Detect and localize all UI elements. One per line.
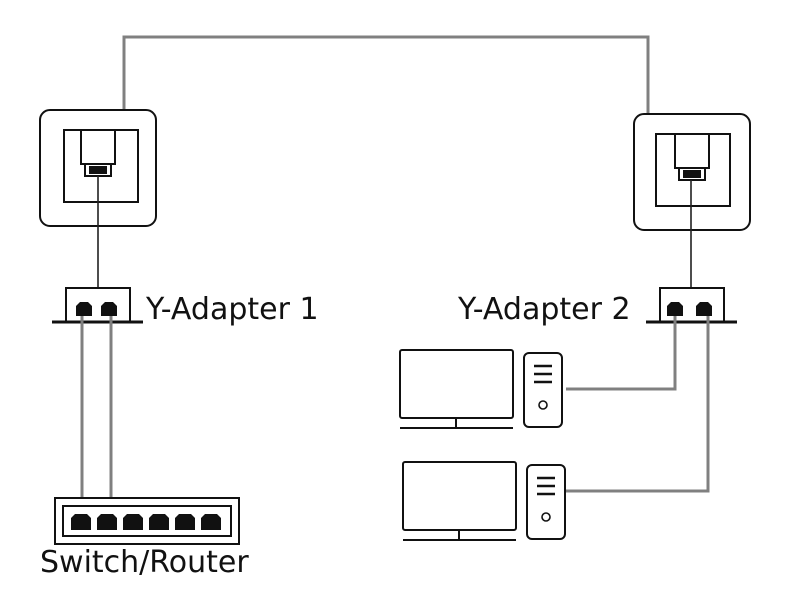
y-adapter-1-label: Y-Adapter 1	[145, 292, 319, 327]
switch-router-label: Switch/Router	[40, 545, 249, 580]
adapter-2-to-computer-2-cable	[566, 316, 710, 493]
computer-1-icon	[399, 349, 563, 429]
y-adapter-2-icon	[646, 287, 737, 324]
y-adapter-1-icon	[52, 287, 143, 324]
y-adapter-2-label: Y-Adapter 2	[457, 292, 631, 327]
computer-2-icon	[402, 461, 566, 541]
adapter-2-to-computer-1-cable	[566, 316, 677, 391]
switch-router-icon	[54, 497, 240, 545]
wall-socket-right-icon	[633, 113, 751, 231]
backbone-cable	[122, 35, 650, 114]
wall-socket-left-icon	[39, 109, 157, 227]
